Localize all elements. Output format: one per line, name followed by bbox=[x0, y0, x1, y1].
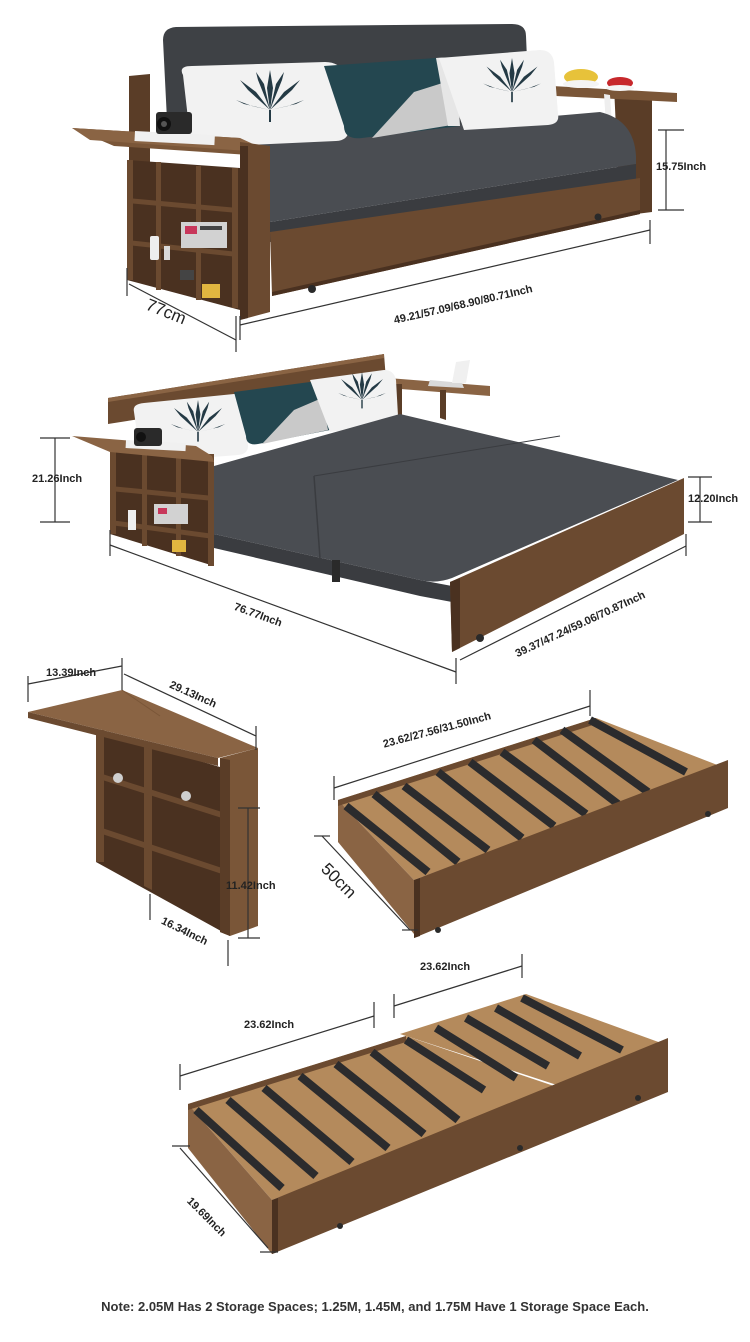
sofa-seat-height-label: 15.75Inch bbox=[656, 161, 707, 173]
storage-note: Note: 2.05M Has 2 Storage Spaces; 1.25M,… bbox=[101, 1299, 649, 1314]
double-storage-drawer-illustration bbox=[172, 954, 668, 1254]
storage-drawer-illustration bbox=[314, 690, 728, 938]
double-drawer-right-width-label: 23.62Inch bbox=[420, 961, 471, 973]
sofa-bed-illustration bbox=[40, 354, 712, 684]
sofa-illustration bbox=[72, 24, 684, 352]
bed-side-height-label: 21.26Inch bbox=[32, 473, 83, 485]
bed-frame-height-label: 12.20Inch bbox=[688, 493, 739, 505]
side-cabinet-illustration bbox=[27, 658, 260, 966]
table-top-depth-label: 13.39Inch bbox=[46, 667, 97, 679]
cabinet-height-label: 11.42Inch bbox=[226, 880, 276, 892]
double-drawer-left-width-label: 23.62Inch bbox=[244, 1019, 295, 1031]
